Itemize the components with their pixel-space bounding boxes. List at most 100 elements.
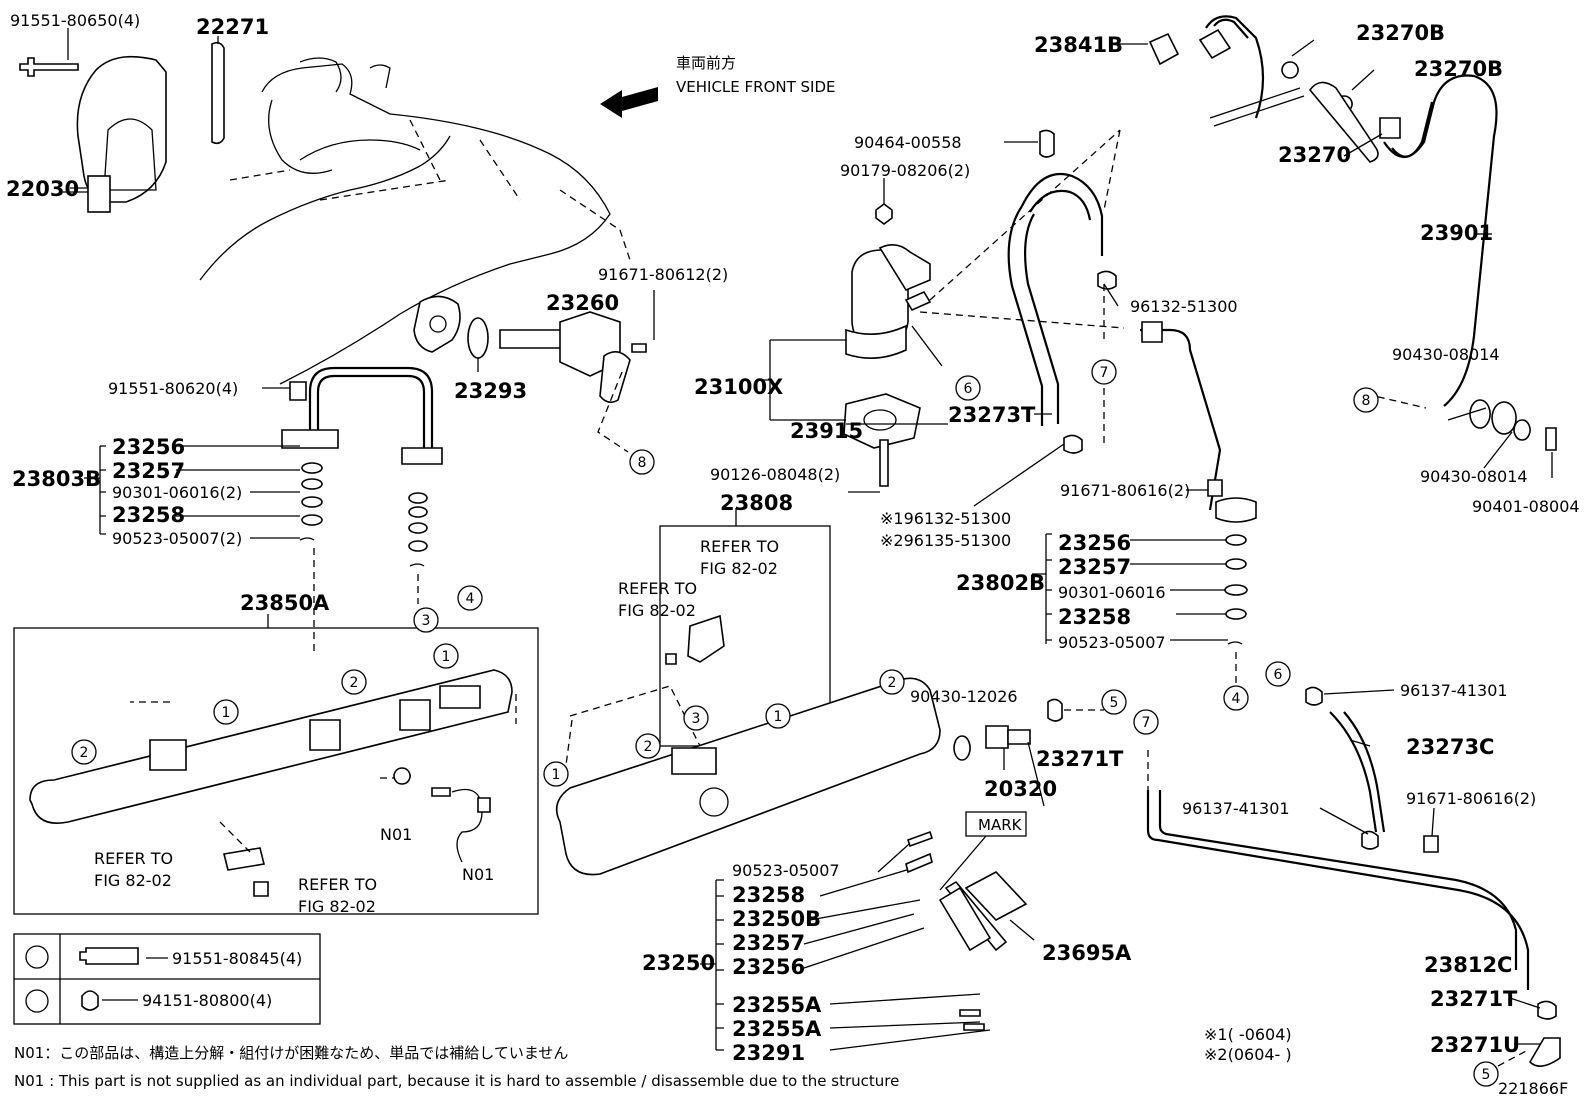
label-23255A-b: 23255A xyxy=(732,1017,822,1041)
label-23256-c: 23256 xyxy=(732,955,805,979)
label-90464-00558: 90464-00558 xyxy=(854,133,962,152)
fuel-rail-23850A-box xyxy=(13,614,539,915)
part-labels: 91551-80650(4) 22271 22030 車両前方 VEHICLE … xyxy=(6,11,1580,1098)
leader-lines xyxy=(60,39,1553,1045)
bolt-91671-80616-a-icon xyxy=(1207,479,1223,497)
callout-8-a: 8 xyxy=(629,449,655,475)
bolt-91551-80620-icon xyxy=(289,381,307,401)
clip-96132-51300-icon xyxy=(1097,270,1117,290)
gasket-90430-08014-icon xyxy=(1469,399,1491,429)
legend-circle-1 xyxy=(25,945,49,969)
label-91551-80620: 91551-80620(4) xyxy=(108,379,238,398)
label-23257-c: 23257 xyxy=(732,931,805,955)
label-23250: 23250 xyxy=(642,951,715,975)
callout-1-b: 1 xyxy=(213,699,239,725)
label-96137-41301-b: 96137-41301 xyxy=(1182,799,1290,818)
svg-text:2: 2 xyxy=(80,745,89,761)
footnote-en: N01 : This part is not supplied as an in… xyxy=(14,1072,899,1090)
svg-text:2: 2 xyxy=(350,675,359,691)
refer-to-a: REFER TO xyxy=(94,849,173,868)
legend-part-1: 91551-80845(4) xyxy=(172,949,302,968)
callout-4-b: 4 xyxy=(1223,685,1249,711)
label-23260: 23260 xyxy=(546,291,619,315)
bracket-icon xyxy=(687,614,725,663)
label-90401-08004: 90401-08004 xyxy=(1472,497,1580,516)
diagram-id: 221866F xyxy=(1498,1079,1568,1098)
union-bolt-23270-icon xyxy=(1379,117,1401,139)
bolt-90401-08004-icon xyxy=(1545,427,1557,451)
label-96132-51300: 96132-51300 xyxy=(1130,297,1238,316)
legend-table xyxy=(13,933,321,1025)
svg-text:8: 8 xyxy=(638,455,647,471)
label-23271T-a: 23271T xyxy=(1036,747,1124,771)
label-23256-b: 23256 xyxy=(1058,531,1131,555)
label-23273C: 23273C xyxy=(1406,735,1494,759)
o-ring-23293-icon xyxy=(467,317,489,359)
callout-5-a: 5 xyxy=(1101,689,1127,715)
note-range-1: ※1( -0604) xyxy=(1204,1025,1292,1044)
clip-23271T-b-icon xyxy=(1537,1000,1557,1020)
label-23100X: 23100X xyxy=(694,375,783,399)
bolt-91551-80845-icon xyxy=(79,947,139,965)
label-23850A: 23850A xyxy=(240,591,330,615)
svg-text:1: 1 xyxy=(552,767,561,783)
label-mark: MARK xyxy=(978,816,1023,834)
arrow-left-icon xyxy=(600,87,658,118)
refer-to-c: REFER TO xyxy=(700,537,779,556)
svg-text:6: 6 xyxy=(964,381,973,397)
refer-to-d: REFER TO xyxy=(618,579,697,598)
callout-4-a: 4 xyxy=(457,585,483,611)
gasket-23915-icon xyxy=(843,393,921,449)
label-23915: 23915 xyxy=(790,419,863,443)
injector-seal-23695A-icon xyxy=(964,871,1028,921)
label-23273T: 23273T xyxy=(948,403,1036,427)
label-23270B-b: 23270B xyxy=(1414,57,1503,81)
label-23695A: 23695A xyxy=(1042,941,1132,965)
svg-text:1: 1 xyxy=(774,709,783,725)
clamp-23841B-icon xyxy=(1148,32,1180,66)
callout-2-b: 2 xyxy=(71,739,97,765)
label-23255A-a: 23255A xyxy=(732,993,822,1017)
label-23901: 23901 xyxy=(1420,221,1493,245)
label-90523-05007-c: 90523-05007 xyxy=(732,861,840,880)
callout-1-c: 1 xyxy=(543,761,569,787)
callout-2-a: 2 xyxy=(341,669,367,695)
svg-text:8: 8 xyxy=(1362,393,1371,409)
label-91671-80612: 91671-80612(2) xyxy=(598,265,728,284)
gasket-23270B-a-icon xyxy=(1281,61,1299,79)
label-91671-80616-a: 91671-80616(2) xyxy=(1060,481,1190,500)
svg-text:5: 5 xyxy=(1482,1067,1491,1083)
label-90430-12026: 90430-12026 xyxy=(910,687,1018,706)
rail-frame xyxy=(13,627,539,915)
label-23270: 23270 xyxy=(1278,143,1351,167)
legend-circle-2 xyxy=(25,989,49,1013)
callout-3-a: 3 xyxy=(413,607,439,633)
clip-23271T-icon xyxy=(1047,698,1063,722)
label-90301-06016-b: 90301-06016 xyxy=(1058,583,1166,602)
fig-ref-b: FIG 82-02 xyxy=(298,897,376,916)
fuel-rail-left-icon xyxy=(29,669,513,824)
footnote-jp: N01：この部品は、構造上分解・組付けが困難なため、単品では補給していません xyxy=(14,1044,568,1062)
nut-90179-08206-icon xyxy=(875,203,893,225)
label-vehicle-front-jp: 車両前方 xyxy=(676,54,736,72)
label-90523-05007-b: 90523-05007 xyxy=(1058,633,1166,652)
callout-circles: 8 3 4 1 2 1 2 3 2 1 1 2 6 7 8 4 5 6 7 5 xyxy=(71,359,1499,1087)
fuel-rail-right-group xyxy=(555,508,1104,876)
fig-ref-c: FIG 82-02 xyxy=(700,559,778,578)
label-23270B-a: 23270B xyxy=(1356,21,1445,45)
label-23271T-b: 23271T xyxy=(1430,987,1518,1011)
callout-2-c: 2 xyxy=(635,733,661,759)
legend-part-2: 94151-80800(4) xyxy=(142,991,272,1010)
label-23812C: 23812C xyxy=(1424,953,1512,977)
label-23291: 23291 xyxy=(732,1041,805,1065)
label-23802B: 23802B xyxy=(956,571,1045,595)
high-pressure-pump-23100X xyxy=(756,129,1125,487)
callout-7-a: 7 xyxy=(1091,359,1117,385)
fig-ref-a: FIG 82-02 xyxy=(94,871,172,890)
throttle-body-group xyxy=(19,28,225,213)
label-23293: 23293 xyxy=(454,379,527,403)
svg-text:1: 1 xyxy=(442,649,451,665)
hoses-right-group xyxy=(1007,15,1561,1067)
union-23271U-icon xyxy=(1528,1037,1561,1067)
label-296135-51300: ※296135-51300 xyxy=(880,531,1011,550)
